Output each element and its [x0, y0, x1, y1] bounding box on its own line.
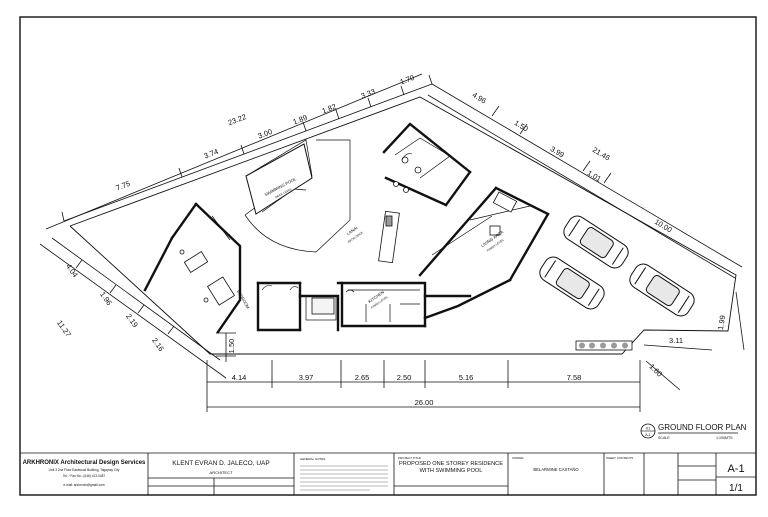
- dim-right-small-2: 3.11: [669, 336, 683, 345]
- dim-right-seg-2: 1.50: [513, 118, 530, 133]
- dim-right-seg-5: 10.00: [653, 217, 674, 234]
- door-swings: [261, 153, 413, 293]
- plan-marker-number: 01: [646, 426, 651, 431]
- dim-top-seg-5: 1.82: [321, 102, 338, 116]
- lanai-label: LANAI: [346, 225, 359, 236]
- firm-name: ARKHRONIX Architectural Design Services: [23, 460, 146, 466]
- dim-top-seg-4: 1.89: [292, 113, 309, 127]
- sheet-contents-label: SHEET CONTENTS: [606, 456, 633, 460]
- dim-left-seg-2: 1.96: [98, 290, 114, 307]
- plan-title-text: GROUND FLOOR PLAN: [658, 423, 747, 432]
- dim-right-seg-1: 4.96: [471, 90, 488, 105]
- firm-address-2: Tel. / Fax No.: (046) 413-0487: [63, 474, 106, 478]
- car-icons: [539, 215, 695, 317]
- car-icon: [629, 263, 695, 317]
- plan-scale-label: SCALE: [658, 436, 670, 440]
- dim-left-seg-4: 2.16: [150, 336, 166, 353]
- dim-bottom-seg-6: 7.58: [567, 373, 582, 382]
- dim-right-small-1: 1.99: [716, 315, 727, 331]
- dim-bottom-left-vertical: 1.50: [227, 339, 236, 354]
- owner-label: OWNER: [512, 456, 524, 460]
- owner-name: BELARMINE CASTAÑO: [533, 467, 579, 472]
- plan-scale-value: 1:100MTS: [716, 436, 733, 440]
- dim-top-seg-6: 3.33: [360, 87, 377, 101]
- firm-email: e-mail: arkhronix@gmail.com: [63, 483, 105, 487]
- firm-address-1: Unit 3 2nd Floor Eastwood Building, Taga…: [49, 468, 120, 472]
- building-walls: [143, 122, 550, 334]
- dim-bottom-overall: 26.00: [415, 398, 434, 407]
- architect-role: ARCHITECT: [210, 470, 233, 475]
- project-title: PROPOSED ONE STOREY RESIDENCE WITH SWIMM…: [399, 461, 503, 474]
- dim-top-seg-1: 7.75: [115, 179, 132, 193]
- notes-title: GENERAL NOTES: [300, 457, 325, 461]
- dim-top-seg-7: 1.70: [399, 73, 416, 87]
- dim-bottom-seg-4: 2.50: [397, 373, 412, 382]
- furniture: [179, 156, 518, 315]
- dim-right-seg-4: 1.01: [586, 168, 603, 183]
- site-boundary: [69, 96, 737, 355]
- dim-top-overall: 23.22: [227, 112, 248, 127]
- bedroom-label: BEDROOM: [236, 289, 251, 309]
- dim-bottom-seg-1: 4.14: [232, 373, 247, 382]
- dim-left-seg-1: 4.04: [64, 262, 80, 279]
- dim-right-seg-3: 3.99: [549, 144, 566, 159]
- car-icon: [563, 215, 629, 269]
- project-label: PROJECT TITLE: [398, 456, 421, 460]
- dim-top-seg-3: 3.00: [257, 127, 274, 141]
- title-block: [20, 452, 756, 495]
- sheet-code: A-1: [727, 463, 744, 475]
- sheet-border: [19, 16, 757, 496]
- dim-right-small-3: 1.60: [647, 362, 664, 379]
- dim-bottom-seg-5: 5.16: [459, 373, 474, 382]
- dim-right-overall: 21.46: [591, 145, 612, 162]
- architect-name: KLENT EVRAN D. JALECO, UAP: [172, 460, 269, 467]
- dim-left-overall: 11.27: [55, 319, 73, 339]
- dim-bottom-seg-3: 2.65: [355, 373, 370, 382]
- notes-text-lines: [300, 465, 388, 491]
- dimension-lines: [39, 73, 745, 412]
- swimming-pool: SWIMMING POOL DECK LEVEL: [245, 143, 313, 215]
- dim-bottom-seg-2: 3.97: [299, 373, 314, 382]
- project-title-box: PROPOSED ONE STOREY RESIDENCE WITH SWIMM…: [399, 461, 503, 474]
- plan-marker-sheet: A-1: [645, 433, 651, 437]
- hedge-planting: [575, 340, 633, 351]
- plan-title: 01 A-1 GROUND FLOOR PLAN SCALE 1:100MTS: [640, 423, 747, 440]
- car-icon: [539, 256, 605, 310]
- sheet-number: 1/1: [729, 483, 743, 494]
